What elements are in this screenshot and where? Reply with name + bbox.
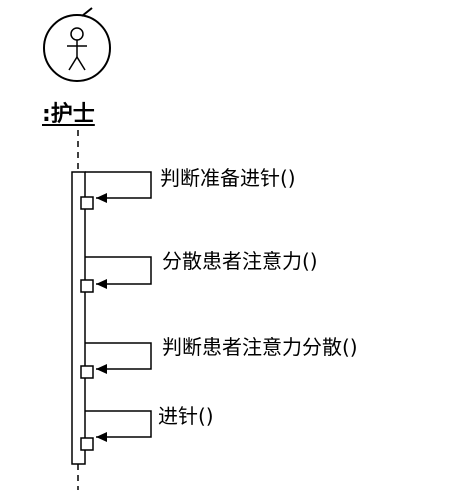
message-label-3: 判断患者注意力分散(): [162, 335, 358, 359]
actor-icon: [43, 7, 111, 82]
actor-label: :护士: [42, 102, 95, 127]
self-message-1: [80, 171, 152, 210]
self-message-3: [80, 342, 152, 379]
activation-bar: [71, 171, 86, 465]
message-label-2: 分散患者注意力(): [162, 249, 318, 273]
self-message-4: [80, 410, 152, 451]
message-label-1: 判断准备进针(): [160, 166, 296, 190]
self-message-2: [80, 256, 152, 293]
message-label-4: 进针(): [158, 404, 214, 428]
